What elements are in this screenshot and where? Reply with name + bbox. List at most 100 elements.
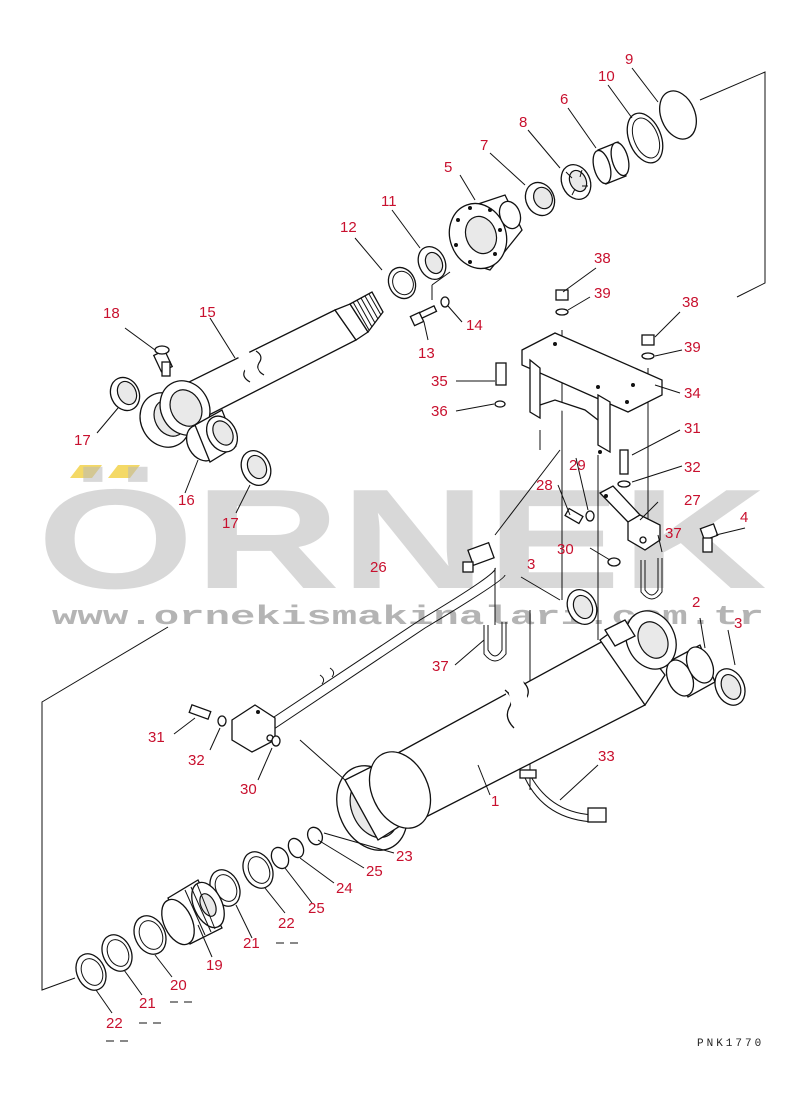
washer-14 (440, 296, 450, 308)
drawing-code: PNK1770 (697, 1038, 764, 1050)
label-31a: 31 (684, 420, 701, 437)
hose-37-lower (483, 622, 507, 662)
label-37a: 37 (665, 525, 682, 542)
grease-fitting-18 (152, 345, 174, 377)
cylinder-head-5 (448, 194, 523, 271)
label-11: 11 (381, 193, 397, 210)
label-6: 6 (560, 91, 568, 108)
packing-8 (560, 163, 592, 201)
label-4: 4 (740, 509, 748, 526)
bushing-2 (665, 644, 716, 698)
seal-ring-17-right (240, 449, 272, 487)
label-32a: 32 (684, 459, 701, 476)
label-31b: 31 (148, 729, 165, 746)
o-ring-30-upper (607, 557, 621, 567)
label-37b: 37 (432, 658, 449, 675)
bolt-28 (564, 507, 584, 525)
label-18: 18 (103, 305, 120, 322)
o-ring-9 (659, 90, 697, 140)
label-9: 9 (625, 51, 633, 68)
flange-block (231, 704, 276, 753)
label-17a: 17 (74, 432, 91, 449)
label-15: 15 (199, 304, 216, 321)
piston-rod (182, 291, 384, 419)
label-16: 16 (178, 492, 195, 509)
label-29: 29 (569, 457, 586, 474)
elbow-fitting-4 (699, 523, 719, 553)
bushing-11 (417, 245, 447, 281)
label-28: 28 (536, 477, 553, 494)
watermark: ÖRNEK www.ornekismakinalari.com.tr (37, 460, 767, 633)
washer-39-right (641, 352, 655, 360)
label-1: 1 (491, 793, 499, 810)
label-21b: 21 (139, 995, 156, 1012)
label-7: 7 (480, 137, 488, 154)
washer-32-lower (217, 715, 227, 727)
label-26: 26 (370, 559, 387, 576)
clamp-33 (519, 769, 607, 823)
label-30a: 30 (557, 541, 574, 558)
label-39a: 39 (594, 285, 611, 302)
label-39b: 39 (684, 339, 701, 356)
label-10: 10 (598, 68, 615, 85)
bolt-31-lower (188, 703, 212, 721)
washer-39-left (555, 308, 569, 316)
label-33: 33 (598, 748, 615, 765)
ring-25 (270, 846, 290, 870)
piston-group (75, 826, 324, 991)
label-17b: 17 (222, 515, 239, 532)
label-38a: 38 (594, 250, 611, 267)
label-3a: 3 (527, 556, 535, 573)
leader-lines (95, 67, 746, 1014)
label-24: 24 (336, 880, 353, 897)
ring-10 (626, 112, 664, 164)
block-27 (598, 485, 661, 551)
o-ring-30-lower (271, 735, 281, 747)
bolt-35 (495, 362, 507, 386)
pipe-26 (261, 541, 506, 734)
bolt-31-upper (619, 449, 629, 475)
ring-24 (287, 837, 305, 859)
label-38b: 38 (682, 294, 699, 311)
label-23: 23 (396, 848, 413, 865)
label-20: 20 (170, 977, 187, 994)
label-30b: 30 (240, 781, 257, 798)
label-27: 27 (684, 492, 701, 509)
label-21a: 21 (243, 935, 260, 952)
label-12: 12 (340, 219, 357, 236)
label-34: 34 (684, 385, 701, 402)
quantity-marks (106, 942, 298, 1042)
piston-19 (161, 879, 225, 946)
label-3b: 3 (734, 615, 742, 632)
bushing-6 (592, 141, 630, 185)
label-8: 8 (519, 114, 527, 131)
hose-37-upper (640, 558, 663, 600)
bracket-group (494, 289, 719, 600)
part-labels: 1 2 3 3 4 5 6 7 8 9 10 11 12 13 14 15 16… (74, 51, 748, 1032)
label-5: 5 (444, 159, 452, 176)
label-36: 36 (431, 403, 448, 420)
label-35: 35 (431, 373, 448, 390)
rod-head-group (109, 90, 697, 487)
seal-ring-17-left (109, 376, 141, 412)
nut-23 (306, 826, 324, 846)
label-22a: 22 (278, 915, 295, 932)
label-22b: 22 (106, 1015, 123, 1032)
nut-38-right (641, 334, 655, 346)
snap-ring-12 (387, 266, 417, 300)
label-14: 14 (466, 317, 483, 334)
label-25b: 25 (308, 900, 325, 917)
cylinder-tube-1 (336, 610, 677, 851)
label-2: 2 (692, 594, 700, 611)
washer-36 (494, 400, 506, 408)
nut-38-left (555, 289, 569, 301)
watermark-accent-right (108, 465, 140, 478)
o-ring-29 (585, 510, 595, 522)
washer-32-upper (617, 480, 631, 488)
bushing-16 (185, 409, 239, 463)
label-19: 19 (206, 957, 223, 974)
label-13: 13 (418, 345, 435, 362)
ring-7 (524, 181, 556, 217)
bolt-13 (409, 305, 438, 327)
